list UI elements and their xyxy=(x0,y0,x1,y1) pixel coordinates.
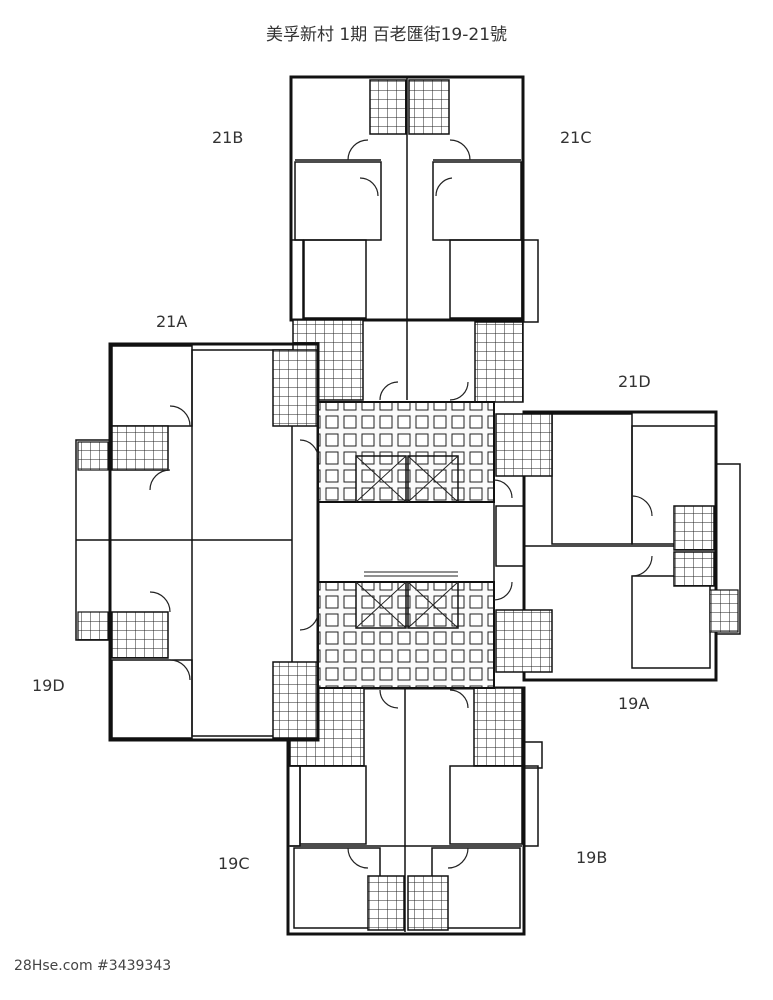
plan-title: 美孚新村 1期 百老匯街19-21號 xyxy=(265,25,508,45)
unit-label-19d: 19D xyxy=(32,676,65,695)
bottom-wing xyxy=(286,686,539,936)
unit-label-21b: 21B xyxy=(212,128,244,147)
unit-label-19b: 19B xyxy=(576,848,608,867)
unit-label-19a: 19A xyxy=(618,694,650,713)
top-wing xyxy=(289,75,539,403)
unit-label-19c: 19C xyxy=(218,854,250,873)
unit-label-21d: 21D xyxy=(618,372,651,391)
unit-label-21a: 21A xyxy=(156,312,188,331)
unit-label-21c: 21C xyxy=(560,128,592,147)
lift-core xyxy=(299,381,525,709)
footer-listing-id: 28Hse.com #3439343 xyxy=(14,958,172,974)
left-wing xyxy=(75,342,320,742)
right-wing xyxy=(495,410,741,682)
